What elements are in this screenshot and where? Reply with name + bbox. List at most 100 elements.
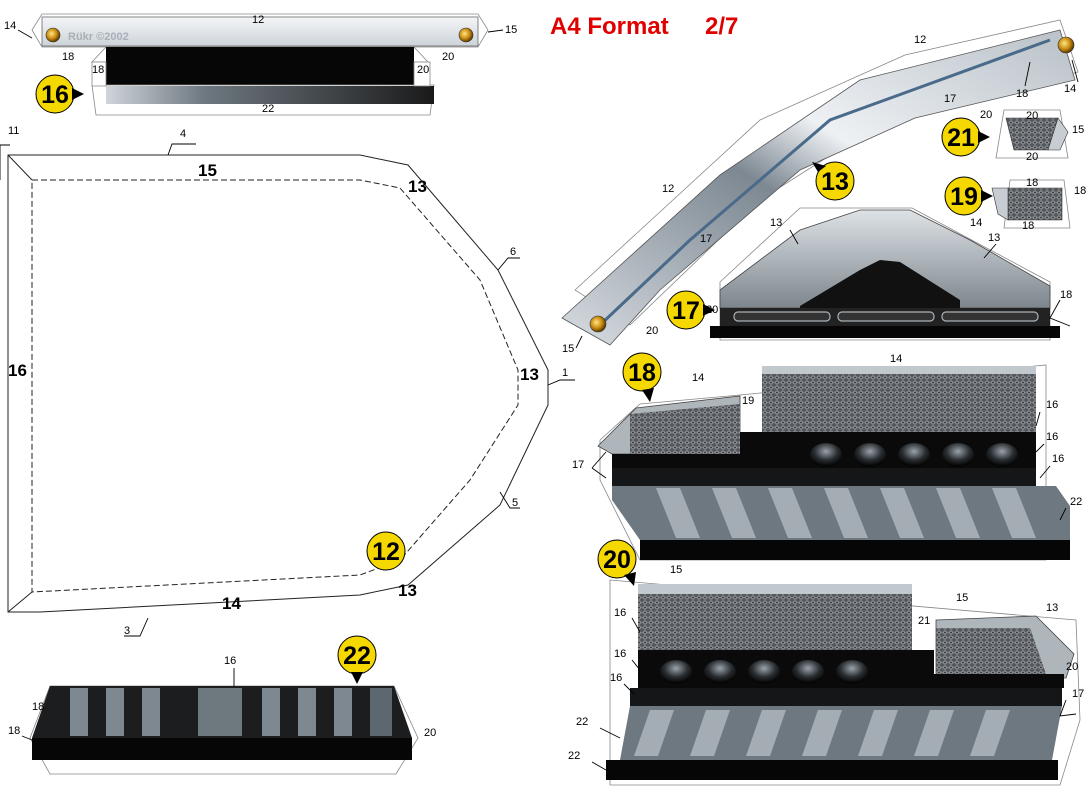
- part16-dark-panel: [106, 47, 414, 85]
- badge-label: 21: [947, 124, 975, 152]
- part-12: 11 4 15 13 6 16 13 1 5 13 14 3: [0, 125, 575, 637]
- part21-label: 20: [980, 109, 992, 121]
- part18-wheels: [810, 443, 1018, 467]
- badge-21: 21: [941, 117, 990, 157]
- wheel-icon: [854, 443, 886, 467]
- badge-label: 16: [41, 81, 69, 109]
- part18-label: 14: [890, 353, 902, 365]
- part12-edge-label: 13: [520, 365, 539, 384]
- part13-label: 12: [914, 34, 926, 46]
- wheel-icon: [986, 443, 1018, 467]
- bolt-icon: [458, 27, 474, 43]
- part20-label: 15: [670, 564, 682, 576]
- format-title: A4 Format: [550, 13, 669, 40]
- copyright: Rükr ©2002: [68, 31, 129, 43]
- part16-gradient-strip: [106, 86, 434, 104]
- part-21: 20 20 20 15: [980, 109, 1084, 163]
- part-20: 15 16 16 16 21 15 13 20 17 22 22: [568, 564, 1084, 786]
- part13-curved-panel: [561, 29, 1076, 346]
- part19-label: 18: [1022, 220, 1034, 232]
- wheel-icon: [660, 660, 692, 684]
- part21-label: 15: [1072, 124, 1084, 136]
- part20-label: 16: [610, 672, 622, 684]
- badge-label: 20: [603, 546, 631, 574]
- part20-label: 16: [614, 607, 626, 619]
- part22-label: 16: [224, 655, 236, 667]
- bolt-icon: [45, 27, 61, 43]
- part18-label: 17: [572, 459, 584, 471]
- part12-edge-label: 3: [124, 625, 130, 637]
- part13-label: 17: [944, 93, 956, 105]
- part20-label: 17: [1072, 688, 1084, 700]
- part16-label: 12: [252, 14, 264, 26]
- part20-label: 15: [956, 592, 968, 604]
- badge-label: 18: [628, 359, 656, 387]
- part20-mesh-small: [936, 628, 1046, 674]
- part-19: 18 18 18 14: [970, 177, 1086, 232]
- part12-edge-label: 13: [398, 581, 417, 600]
- bolt-icon: [1057, 36, 1075, 54]
- part18-label: 16: [1046, 431, 1058, 443]
- bolt-icon: [589, 315, 607, 333]
- part18-mesh-large: [762, 374, 1036, 432]
- badge-label: 22: [343, 642, 371, 670]
- part19-mesh: [1007, 187, 1063, 221]
- part16-label: 18: [62, 51, 74, 63]
- badge-19: 19: [944, 176, 993, 216]
- part22-label: 18: [32, 701, 44, 713]
- part22-label: 20: [424, 727, 436, 739]
- part-18: 14 14 19 16 16 16 17 22: [572, 353, 1082, 561]
- part17-label: 13: [988, 232, 1000, 244]
- part16-light-panel: [41, 16, 479, 47]
- badge-12: 12: [366, 531, 406, 571]
- part18-label: 16: [1052, 453, 1064, 465]
- part20-mesh-large: [638, 594, 912, 650]
- part18-label: 22: [1070, 496, 1082, 508]
- part-16: Rükr ©2002 12 14 15 18 20 18 20 22: [4, 13, 517, 116]
- badge-label: 19: [950, 183, 978, 211]
- part18-mesh-small: [630, 404, 740, 454]
- part19-label: 18: [1026, 177, 1038, 189]
- badge-label: 13: [821, 168, 849, 196]
- wheel-icon: [810, 443, 842, 467]
- part18-slats: [656, 488, 1036, 538]
- part20-label: 20: [1066, 661, 1078, 673]
- part12-edge-label: 16: [8, 361, 27, 380]
- part20-label: 22: [568, 750, 580, 762]
- badge-18: 18: [622, 352, 662, 402]
- part12-edge-label: 5: [512, 497, 518, 509]
- part17-label: 18: [1060, 289, 1072, 301]
- part13-label: 12: [662, 183, 674, 195]
- part22-label: 18: [8, 725, 20, 737]
- part16-label: 22: [262, 103, 274, 115]
- part12-edge-label: 1: [562, 367, 568, 379]
- part16-label: 20: [417, 64, 429, 76]
- page-number: 2/7: [705, 13, 738, 40]
- wheel-icon: [792, 660, 824, 684]
- wheel-icon: [748, 660, 780, 684]
- part12-edge-label: 14: [222, 594, 241, 613]
- part20-slats: [634, 710, 1010, 756]
- badge-13: 13: [812, 161, 855, 201]
- part18-label: 14: [692, 372, 704, 384]
- part13-label: 14: [1064, 83, 1076, 95]
- badge-16: 16: [35, 74, 84, 114]
- wheel-icon: [942, 443, 974, 467]
- part12-edge-label: 13: [408, 177, 427, 196]
- part13-label: 17: [700, 233, 712, 245]
- part13-label: 15: [562, 343, 574, 355]
- part12-edge-label: 11: [8, 125, 19, 137]
- part12-edge-label: 4: [180, 128, 186, 140]
- part16-label: 20: [442, 51, 454, 63]
- badge-label: 12: [372, 538, 400, 566]
- part18-label: 16: [1046, 399, 1058, 411]
- part19-label: 18: [1074, 185, 1086, 197]
- part-22: 16 18 18 20: [8, 655, 436, 775]
- wheel-icon: [836, 660, 868, 684]
- part21-label: 20: [1026, 110, 1038, 122]
- part-17: 13 13 18 20: [706, 207, 1072, 341]
- part20-label: 21: [918, 615, 930, 627]
- wheel-icon: [898, 443, 930, 467]
- badge-label: 17: [672, 297, 700, 325]
- part22-base: [32, 738, 412, 760]
